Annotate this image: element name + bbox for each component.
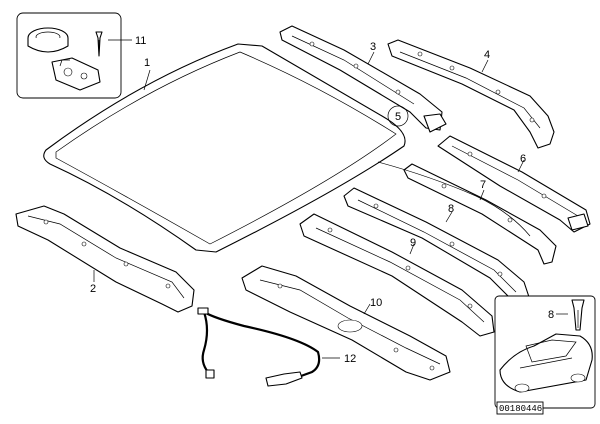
roof-frame-10 [241, 265, 451, 381]
roof-rail-3 [279, 25, 447, 133]
leader-4 [481, 59, 489, 73]
roof-frame-2 [15, 205, 195, 313]
callout-9: 9 [410, 237, 416, 249]
callout-2: 2 [90, 283, 96, 295]
inset-box-car [494, 295, 596, 409]
callout-3: 3 [370, 41, 376, 53]
callout-10: 10 [370, 297, 382, 309]
drawing-id: 00180446 [499, 404, 542, 414]
callout-4: 4 [484, 49, 490, 61]
leader-6 [517, 159, 525, 173]
callout-5: 5 [395, 111, 401, 123]
roof-bow-7 [377, 161, 557, 265]
callout-6: 6 [520, 153, 526, 165]
drawing-id-box: 00180446 [496, 401, 544, 415]
leader-7 [479, 189, 485, 201]
roof-bow-6 [437, 135, 591, 233]
callout-1: 1 [144, 57, 150, 69]
callout-8-inset: 8 [548, 309, 554, 321]
marker-5 [387, 105, 409, 127]
leader-1 [143, 69, 151, 91]
leader-9 [409, 243, 415, 255]
callout-7: 7 [480, 179, 486, 191]
roof-rail-4 [387, 39, 555, 149]
drain-hose-12 [197, 307, 321, 387]
roof-bow-9 [299, 213, 495, 337]
inset-box-11 [16, 12, 122, 99]
callout-11: 11 [135, 35, 146, 47]
callout-12: 12 [344, 353, 356, 365]
leader-10 [363, 303, 371, 315]
leader-3 [367, 51, 375, 65]
leader-8a [445, 211, 453, 223]
roof-panel-1 [43, 43, 406, 253]
callout-8-upper: 8 [448, 203, 454, 215]
